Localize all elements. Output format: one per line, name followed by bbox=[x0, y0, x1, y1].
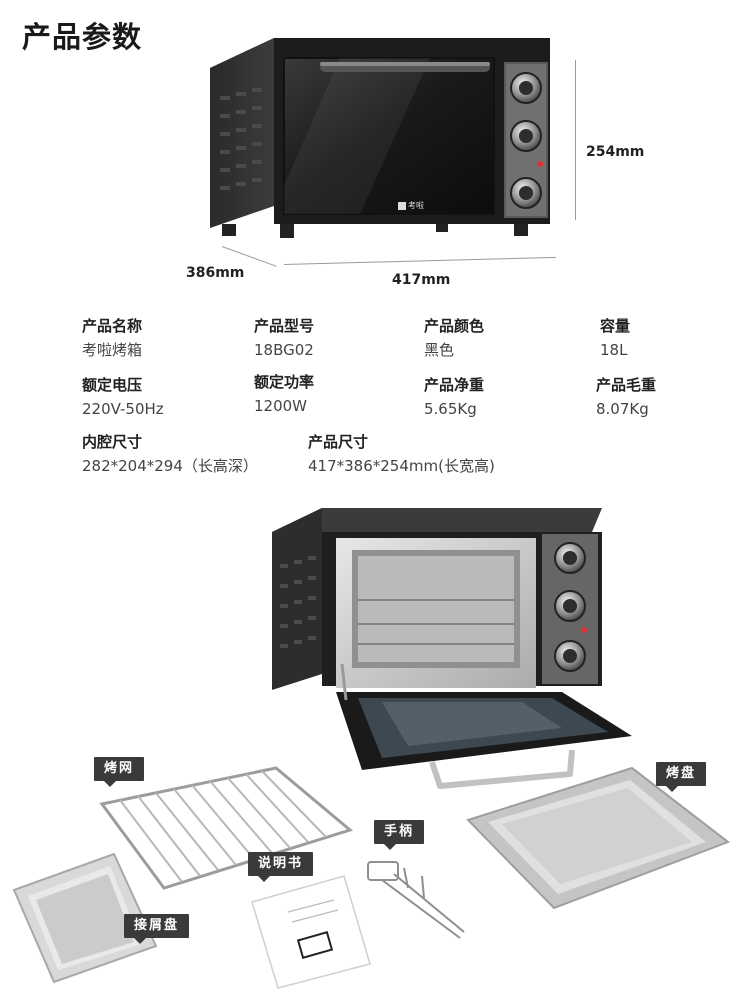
width-dimension-line bbox=[283, 256, 556, 265]
spec-key: 额定电压 bbox=[82, 376, 143, 394]
spec-model: 产品型号 18BG02 bbox=[254, 316, 314, 361]
height-dimension-label: 254mm bbox=[586, 144, 645, 160]
spec-product-size: 产品尺寸 417*386*254mm(长宽高) bbox=[308, 432, 495, 477]
spec-key: 额定功率 bbox=[254, 373, 315, 391]
spec-value: 220V-50Hz bbox=[82, 400, 164, 418]
page-title: 产品参数 bbox=[22, 20, 143, 54]
spec-value: 8.07Kg bbox=[596, 400, 649, 418]
baking-tray-image bbox=[466, 766, 731, 910]
spec-value: 282*204*294（长高深） bbox=[82, 457, 258, 475]
spec-net-weight: 产品净重 5.65Kg bbox=[424, 375, 484, 420]
depth-dimension-line bbox=[221, 246, 277, 267]
spec-value: 18BG02 bbox=[254, 341, 314, 359]
spec-value: 18L bbox=[600, 341, 628, 359]
manual-image bbox=[251, 875, 371, 989]
rack-tag: 烤网 bbox=[94, 757, 145, 787]
spec-key: 产品净重 bbox=[424, 376, 485, 394]
width-dimension-label: 417mm bbox=[392, 272, 451, 288]
spec-value: 417*386*254mm(长宽高) bbox=[308, 457, 495, 475]
spec-value: 黑色 bbox=[424, 341, 455, 359]
spec-value: 1200W bbox=[254, 397, 308, 415]
spec-key: 产品毛重 bbox=[596, 376, 657, 394]
spec-color: 产品颜色 黑色 bbox=[424, 316, 484, 361]
spec-value: 考啦烤箱 bbox=[82, 341, 143, 359]
tray-tag: 烤盘 bbox=[656, 762, 707, 792]
oven-brand-mark: 考啦 bbox=[408, 201, 424, 210]
spec-product-name: 产品名称 考啦烤箱 bbox=[82, 316, 142, 361]
wire-rack-image bbox=[99, 766, 354, 890]
height-dimension-line bbox=[575, 60, 576, 220]
spec-key: 产品颜色 bbox=[424, 317, 485, 335]
spec-capacity: 容量 18L bbox=[600, 316, 630, 361]
manual-tag: 说明书 bbox=[248, 852, 314, 882]
oven-front-image bbox=[210, 38, 550, 238]
depth-dimension-label: 386mm bbox=[186, 265, 245, 281]
crumb-tray-tag: 接屑盘 bbox=[124, 914, 190, 944]
spec-cavity-size: 内腔尺寸 282*204*294（长高深） bbox=[82, 432, 258, 477]
spec-gross-weight: 产品毛重 8.07Kg bbox=[596, 375, 656, 420]
oven-open-image bbox=[272, 508, 632, 789]
spec-key: 内腔尺寸 bbox=[82, 433, 143, 451]
spec-value: 5.65Kg bbox=[424, 400, 477, 418]
spec-rated-voltage: 额定电压 220V-50Hz bbox=[82, 375, 164, 420]
spec-key: 产品尺寸 bbox=[308, 433, 369, 451]
spec-key: 产品名称 bbox=[82, 317, 143, 335]
handle-image bbox=[367, 861, 465, 939]
spec-rated-power: 额定功率 1200W bbox=[254, 372, 314, 417]
spec-key: 产品型号 bbox=[254, 317, 315, 335]
spec-key: 容量 bbox=[600, 317, 631, 335]
handle-tag: 手柄 bbox=[374, 820, 425, 850]
crumb-tray-image bbox=[12, 852, 158, 984]
